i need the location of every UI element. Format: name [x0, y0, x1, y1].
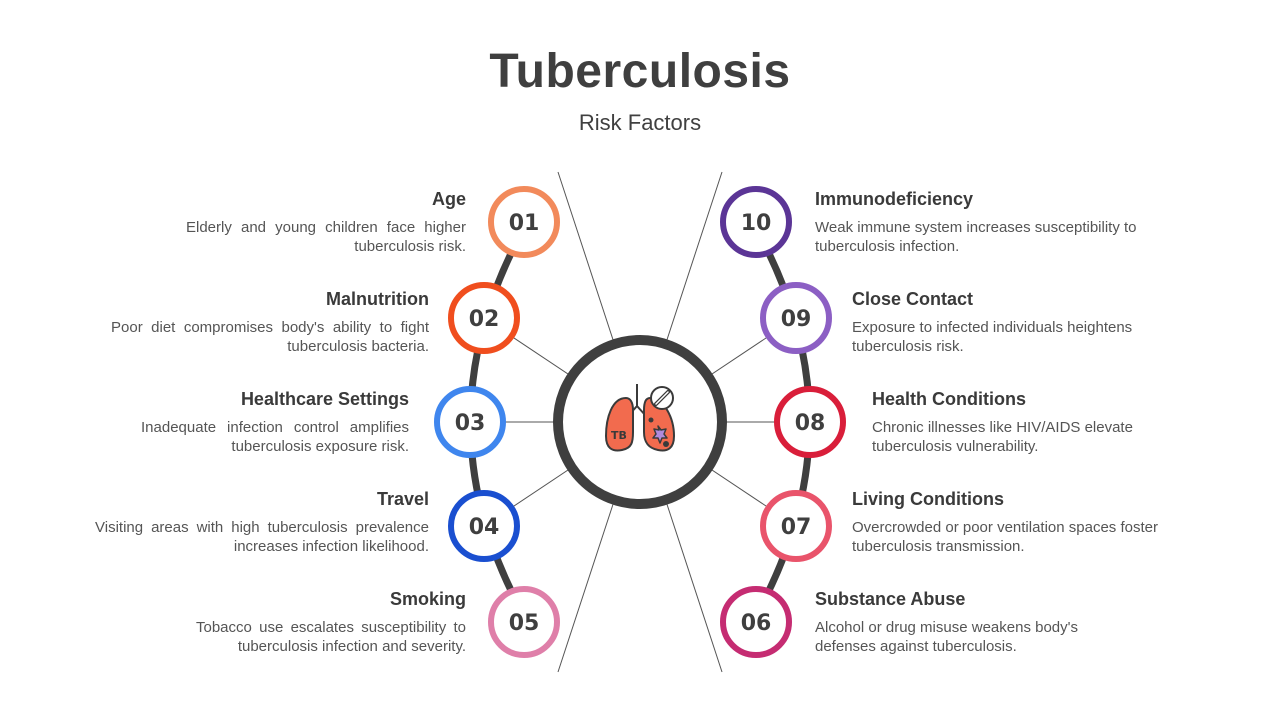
factor-description: Visiting areas with high tuberculosis pr…	[49, 518, 429, 556]
svg-text:02: 02	[469, 307, 500, 332]
factor-circle-01: 01	[491, 189, 557, 255]
factor-description: Elderly and young children face higher t…	[86, 218, 466, 256]
factor-title: Healthcare Settings	[29, 389, 409, 410]
factor-description: Chronic illnesses like HIV/AIDS elevate …	[872, 418, 1252, 456]
factor-01: Age Elderly and young children face high…	[86, 189, 466, 256]
factor-title: Age	[86, 189, 466, 210]
svg-text:06: 06	[741, 611, 772, 636]
factor-title: Living Conditions	[852, 489, 1232, 510]
factor-description: Weak immune system increases susceptibil…	[815, 218, 1195, 256]
factor-circle-08: 08	[777, 389, 843, 455]
factor-description: Exposure to infected individuals heighte…	[852, 318, 1232, 356]
svg-text:04: 04	[469, 515, 500, 540]
factor-circle-02: 02	[451, 285, 517, 351]
factor-description: Inadequate infection control amplifies t…	[29, 418, 409, 456]
factor-circle-07: 07	[763, 493, 829, 559]
factor-03: Healthcare Settings Inadequate infection…	[29, 389, 409, 456]
factor-02: Malnutrition Poor diet compromises body'…	[49, 289, 429, 356]
factor-description: Poor diet compromises body's ability to …	[49, 318, 429, 356]
factor-title: Smoking	[86, 589, 466, 610]
factor-title: Immunodeficiency	[815, 189, 1195, 210]
factor-06: Substance Abuse Alcohol or drug misuse w…	[815, 589, 1195, 656]
svg-text:08: 08	[795, 411, 826, 436]
factor-07: Living Conditions Overcrowded or poor ve…	[852, 489, 1232, 556]
factor-circle-09: 09	[763, 285, 829, 351]
factor-05: Smoking Tobacco use escalates susceptibi…	[86, 589, 466, 656]
factor-title: Malnutrition	[49, 289, 429, 310]
svg-text:10: 10	[741, 211, 772, 236]
factor-title: Substance Abuse	[815, 589, 1195, 610]
factor-circle-04: 04	[451, 493, 517, 559]
center-ring	[558, 340, 722, 504]
factor-circle-06: 06	[723, 589, 789, 655]
factor-description: Tobacco use escalates susceptibility to …	[86, 618, 466, 656]
svg-text:01: 01	[509, 211, 540, 236]
svg-text:05: 05	[509, 611, 540, 636]
svg-text:03: 03	[455, 411, 486, 436]
factor-title: Close Contact	[852, 289, 1232, 310]
factor-08: Health Conditions Chronic illnesses like…	[872, 389, 1252, 456]
factor-description: Overcrowded or poor ventilation spaces f…	[852, 518, 1232, 556]
svg-text:09: 09	[781, 307, 812, 332]
tb-label: TB	[611, 429, 627, 442]
factor-title: Travel	[49, 489, 429, 510]
factor-title: Health Conditions	[872, 389, 1252, 410]
factor-10: Immunodeficiency Weak immune system incr…	[815, 189, 1195, 256]
factor-circle-10: 10	[723, 189, 789, 255]
factor-circle-03: 03	[437, 389, 503, 455]
factor-description: Alcohol or drug misuse weakens body's de…	[815, 618, 1195, 656]
factor-04: Travel Visiting areas with high tubercul…	[49, 489, 429, 556]
svg-text:07: 07	[781, 515, 812, 540]
factor-circle-05: 05	[491, 589, 557, 655]
factor-09: Close Contact Exposure to infected indiv…	[852, 289, 1232, 356]
